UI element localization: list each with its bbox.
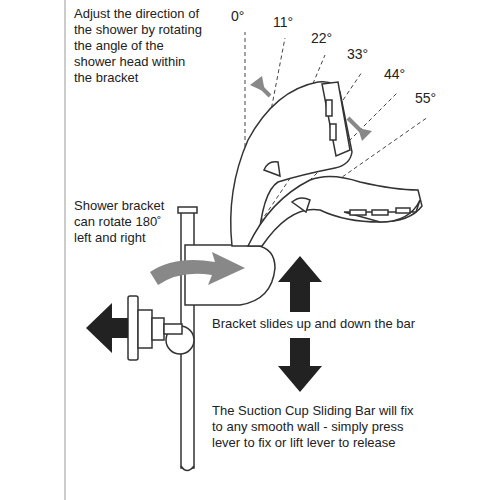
shower-bracket: [185, 245, 275, 305]
shower-head-upper: [231, 82, 352, 246]
angle-label: 22°: [310, 30, 333, 46]
angle-label: 11°: [272, 14, 294, 30]
down-arrow: [278, 338, 322, 392]
slide-note: Bracket slides up and down the bar: [212, 316, 492, 332]
up-arrow: [278, 256, 322, 312]
angle-label: 33°: [346, 46, 369, 62]
shower-head-lower: [248, 176, 422, 246]
angle-label: 55°: [414, 90, 437, 106]
wall-line: [65, 0, 66, 500]
suction-note: The Suction Cup Sliding Bar will fix to …: [212, 403, 422, 451]
wall-arrow: [86, 303, 128, 353]
suction-cup: [128, 296, 194, 360]
bracket-note: Shower bracket can rotate 180˚ left and …: [74, 198, 182, 246]
angle-label: 0°: [230, 8, 245, 24]
angle-label: 44°: [383, 66, 406, 82]
instruction-note: Adjust the direction of the shower by ro…: [74, 6, 202, 86]
rotation-arrow: [150, 252, 245, 285]
